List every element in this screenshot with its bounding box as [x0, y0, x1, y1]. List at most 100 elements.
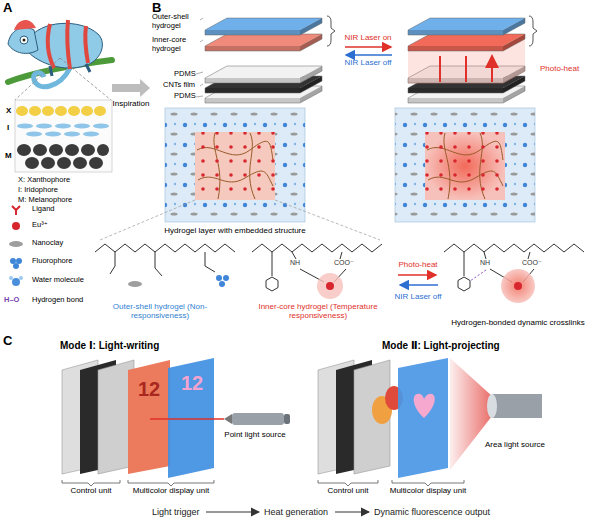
arrow-label: NIR Laser off	[345, 58, 392, 67]
structure-caption: Inner-core hydrogel (Temperature respons…	[253, 302, 383, 320]
chameleon	[20, 36, 28, 44]
skin-layers	[17, 144, 109, 169]
chemical-structure	[458, 277, 470, 291]
hydrogel-layer	[165, 108, 305, 222]
light-writing-device	[150, 418, 224, 420]
atom-label: COO⁻	[333, 259, 355, 267]
layer-letter: X	[6, 106, 11, 115]
step-text: Light trigger	[152, 507, 200, 517]
hydrogel-layer	[195, 132, 275, 200]
step-text: Heat generation	[264, 507, 328, 517]
skin-layers	[45, 132, 61, 137]
hydrogel-layer	[195, 132, 275, 200]
flow-step: Dynamic fluorescence output	[372, 506, 494, 518]
arrow-label: Photo-heat	[398, 260, 437, 269]
mode-title: Mode Ⅰ: Light-writing	[60, 340, 159, 352]
skin-layers	[97, 144, 109, 156]
chemical-structure	[252, 244, 382, 252]
legend-text: Eu³⁺	[32, 221, 48, 230]
device-stack	[440, 56, 492, 82]
legend-samples	[12, 278, 20, 286]
flow-step: Heat generation	[262, 506, 332, 518]
atom-label: NH	[479, 259, 491, 267]
flow-arrow	[335, 511, 369, 512]
layer-caption: X: Xanthophore	[18, 176, 70, 185]
hydrogel-layer	[165, 108, 305, 222]
skin-layers	[57, 157, 71, 169]
skin-layers	[25, 157, 39, 169]
light-writing-device	[62, 358, 290, 486]
light-projecting-device	[492, 394, 542, 418]
skin-layers	[33, 144, 47, 156]
legend-text: Nanoclay	[32, 239, 63, 248]
chemical-structure	[470, 270, 486, 281]
chemical-structure	[216, 275, 222, 281]
device-stack	[346, 54, 392, 56]
hydrogel-layer	[425, 132, 505, 200]
skin-layers	[73, 157, 87, 169]
skin-layers	[74, 124, 90, 129]
unit-label: Control unit	[71, 486, 112, 495]
skin-layers	[41, 157, 55, 169]
light-projecting-device	[414, 394, 435, 418]
legend-text: Water molecule	[32, 276, 84, 285]
device-stack	[408, 18, 525, 35]
legend-text: Ligand	[32, 205, 55, 214]
chemical-structure	[326, 282, 334, 290]
layer-label: PDMS	[174, 92, 196, 101]
flow-arrow	[206, 511, 259, 512]
arrow-label: Photo-heat	[540, 64, 579, 73]
device-label: Area light source	[485, 440, 545, 449]
hydrogel-layer	[395, 108, 535, 222]
arrow-label: NIR Laser on	[344, 33, 391, 42]
chameleon	[85, 26, 88, 63]
arrow-label: NIR Laser off	[395, 292, 442, 301]
chemical-structure	[95, 244, 584, 303]
skin-layers	[36, 124, 52, 129]
step-text: Dynamic fluorescence output	[374, 507, 490, 517]
skin-layers	[93, 124, 109, 129]
hydrogel-layer	[395, 108, 535, 222]
skin-layers	[81, 144, 95, 156]
chemical-structure	[219, 281, 225, 287]
flow-step: Light trigger	[150, 506, 203, 518]
layer-label: CNTs film	[163, 81, 195, 90]
display-number: 12	[181, 372, 203, 395]
device-stack	[205, 18, 322, 35]
light-writing-device	[62, 480, 214, 486]
chemical-structure	[223, 275, 229, 281]
chameleon	[15, 58, 111, 100]
skin-layers	[17, 124, 33, 129]
layer-label: Inner-core hydrogel	[152, 36, 202, 53]
legend-sample: H–O	[4, 296, 19, 305]
device-stack	[408, 34, 525, 51]
chemical-structure	[128, 281, 142, 287]
chameleon	[48, 24, 54, 68]
chemical-structure	[444, 244, 584, 252]
skin-layers	[89, 157, 103, 169]
skin-layers	[65, 144, 79, 156]
chemical-structure	[110, 252, 215, 276]
layer-letter: I	[7, 123, 9, 132]
device-stack	[205, 66, 322, 83]
chameleon	[14, 20, 36, 30]
chemical-structure	[398, 274, 436, 276]
layer-label: Outer-shell hydrogel	[152, 13, 202, 30]
layer-letter: M	[5, 151, 12, 160]
inspiration-arrow	[112, 79, 150, 97]
legend-samples	[12, 206, 20, 215]
legend-text: Hydrogen bond	[32, 296, 83, 305]
unit-label: Control unit	[328, 486, 369, 495]
layer-caption: I: Iridophore	[18, 186, 58, 195]
atom-label: COO⁻	[521, 259, 543, 267]
skin-layers	[17, 124, 109, 137]
chameleon	[8, 20, 112, 100]
chemical-structure	[95, 244, 235, 252]
legend-samples	[13, 263, 19, 269]
skin-layers	[94, 106, 106, 116]
device-stack	[327, 16, 335, 46]
skin-layers	[68, 106, 80, 116]
device-stack	[529, 16, 537, 46]
light-writing-device	[284, 414, 290, 424]
light-projecting-device	[487, 394, 497, 418]
